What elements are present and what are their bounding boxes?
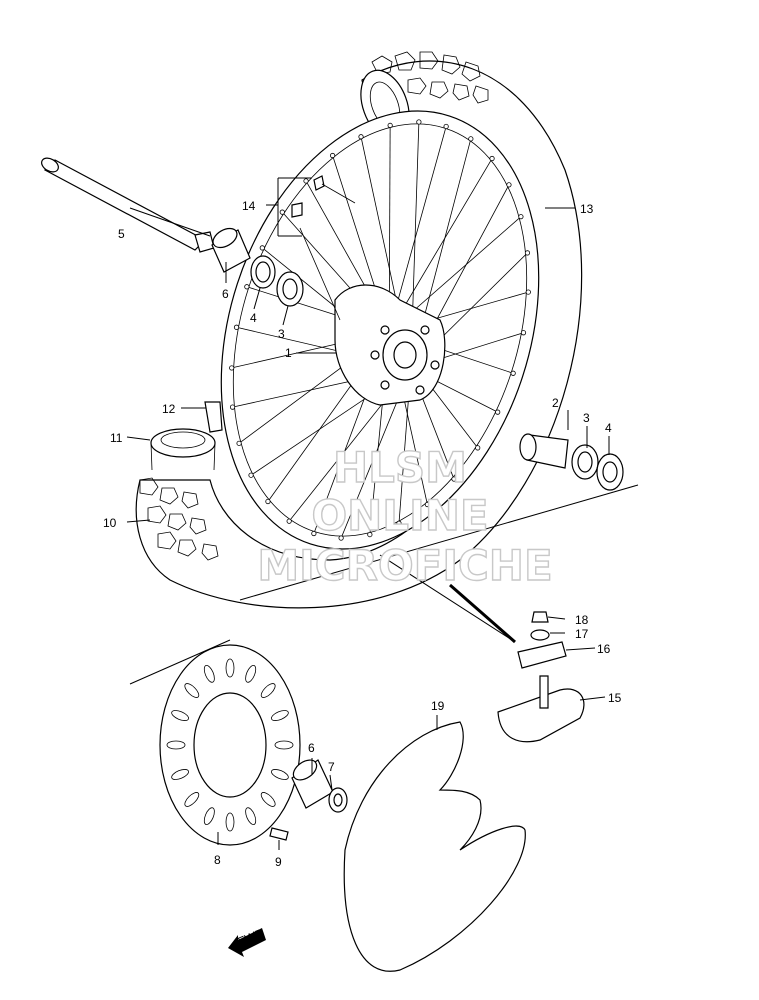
disc-hole: [271, 769, 289, 780]
oil-seal-top: [250, 255, 276, 289]
spoke-nipple: [510, 370, 516, 376]
disc-hole: [245, 665, 257, 683]
spoke-nipple: [279, 209, 285, 215]
spoke-nipple: [524, 250, 531, 256]
disc-cover: [343, 721, 526, 972]
spoke-nipple: [265, 498, 271, 505]
spoke-set: [291, 175, 356, 321]
disc-hole: [245, 807, 257, 825]
disc-bolt: [269, 827, 289, 841]
fwd-arrow-icon: FWD: [228, 925, 267, 957]
brake-disc: [159, 644, 301, 846]
spoke-nipple: [330, 152, 336, 159]
bearing-top: [276, 271, 304, 307]
spoke-nipple: [518, 214, 524, 220]
callout-8: 8: [214, 853, 221, 867]
spoke-nipple: [229, 404, 236, 410]
spoke-nipple: [311, 530, 317, 537]
callout-17: 17: [575, 627, 589, 641]
disc-hole: [171, 769, 189, 780]
spoke-nipple: [416, 119, 422, 125]
callout-11: 11: [110, 431, 123, 445]
callout-7: 7: [328, 760, 335, 774]
spoke-nipple: [244, 284, 250, 290]
disc-hole: [260, 792, 276, 807]
spoke-nipple: [495, 409, 501, 415]
spoke-nipple: [233, 324, 240, 330]
callout-18: 18: [575, 613, 589, 627]
spoke-nipple: [520, 330, 527, 336]
callout-15: 15: [608, 691, 622, 705]
callout-5: 5: [118, 227, 125, 241]
spoke-nipple: [506, 182, 512, 188]
disc-hole: [271, 710, 289, 721]
callout-19: 19: [431, 699, 445, 713]
spoke-nipple: [387, 122, 393, 129]
spoke-nipple: [236, 440, 242, 446]
rim-lock-plate: [517, 641, 567, 669]
spoke-nipple: [303, 178, 309, 184]
nut: [531, 611, 549, 623]
spoke-nipple: [367, 531, 373, 538]
watermark-line-2: ONLINE: [311, 491, 488, 540]
callout-9: 9: [275, 855, 282, 869]
callout-1: 1: [285, 346, 292, 360]
spoke-nipple: [424, 501, 430, 508]
spoke: [388, 126, 447, 333]
callout-3: 3: [583, 411, 590, 425]
rim-band: [150, 428, 216, 471]
callout-3: 3: [278, 327, 285, 341]
disc-hole: [203, 665, 215, 683]
callout-14: 14: [242, 199, 256, 213]
disc-hole: [225, 658, 235, 678]
oil-seal-bottom: [328, 787, 348, 813]
watermark-line-3: MICROFICHE: [257, 541, 552, 590]
spacer-bottom: [291, 759, 334, 809]
disc-hole: [184, 792, 200, 807]
axle: [41, 157, 215, 253]
callout-10: 10: [103, 516, 117, 530]
spoke-nipple: [259, 245, 265, 251]
disc-hole: [166, 740, 186, 750]
spoke-nipple: [229, 365, 235, 371]
watermark-line-1: HLSM: [333, 443, 467, 492]
hub: [334, 284, 446, 406]
spoke-nipple: [358, 134, 364, 140]
watermark: HLSM ONLINE MICROFICHE: [257, 442, 554, 590]
bearing-right: [571, 444, 599, 480]
spoke-nipple: [468, 136, 474, 142]
callout-4: 4: [250, 311, 257, 325]
callout-12: 12: [162, 402, 176, 416]
callout-6: 6: [222, 287, 229, 301]
spoke-nipple: [396, 520, 402, 526]
disc-hole: [260, 683, 276, 698]
callout-2: 2: [552, 396, 559, 410]
spacer-top: [211, 227, 251, 273]
spoke-nipple: [443, 123, 449, 130]
oil-seal-right: [596, 453, 624, 491]
spoke-nipple: [286, 518, 292, 524]
spoke-nipple: [525, 289, 531, 295]
callout-4: 4: [605, 421, 612, 435]
spoke-nipple: [451, 476, 457, 482]
callouts: 1 2 3 3 4 4 5 6 6 7 8 9 10 11 12 13 14 1…: [103, 199, 622, 869]
spoke-nipple: [338, 535, 344, 541]
rim-lock: [497, 675, 585, 743]
spoke-nipple: [475, 445, 481, 451]
callout-16: 16: [597, 642, 611, 656]
spoke-nipple: [248, 472, 254, 478]
valve-tab: [204, 401, 223, 433]
disc-hole: [171, 710, 189, 721]
disc-hole: [203, 807, 215, 825]
leader-lines: [126, 177, 610, 850]
spoke-nipple: [489, 155, 495, 162]
callout-13: 13: [580, 202, 594, 216]
disc-hole: [274, 740, 294, 750]
disc-hole: [184, 683, 200, 698]
disc-hole: [225, 812, 235, 832]
spacer-right: [519, 433, 569, 469]
washer: [530, 629, 550, 641]
callout-6: 6: [308, 741, 315, 755]
